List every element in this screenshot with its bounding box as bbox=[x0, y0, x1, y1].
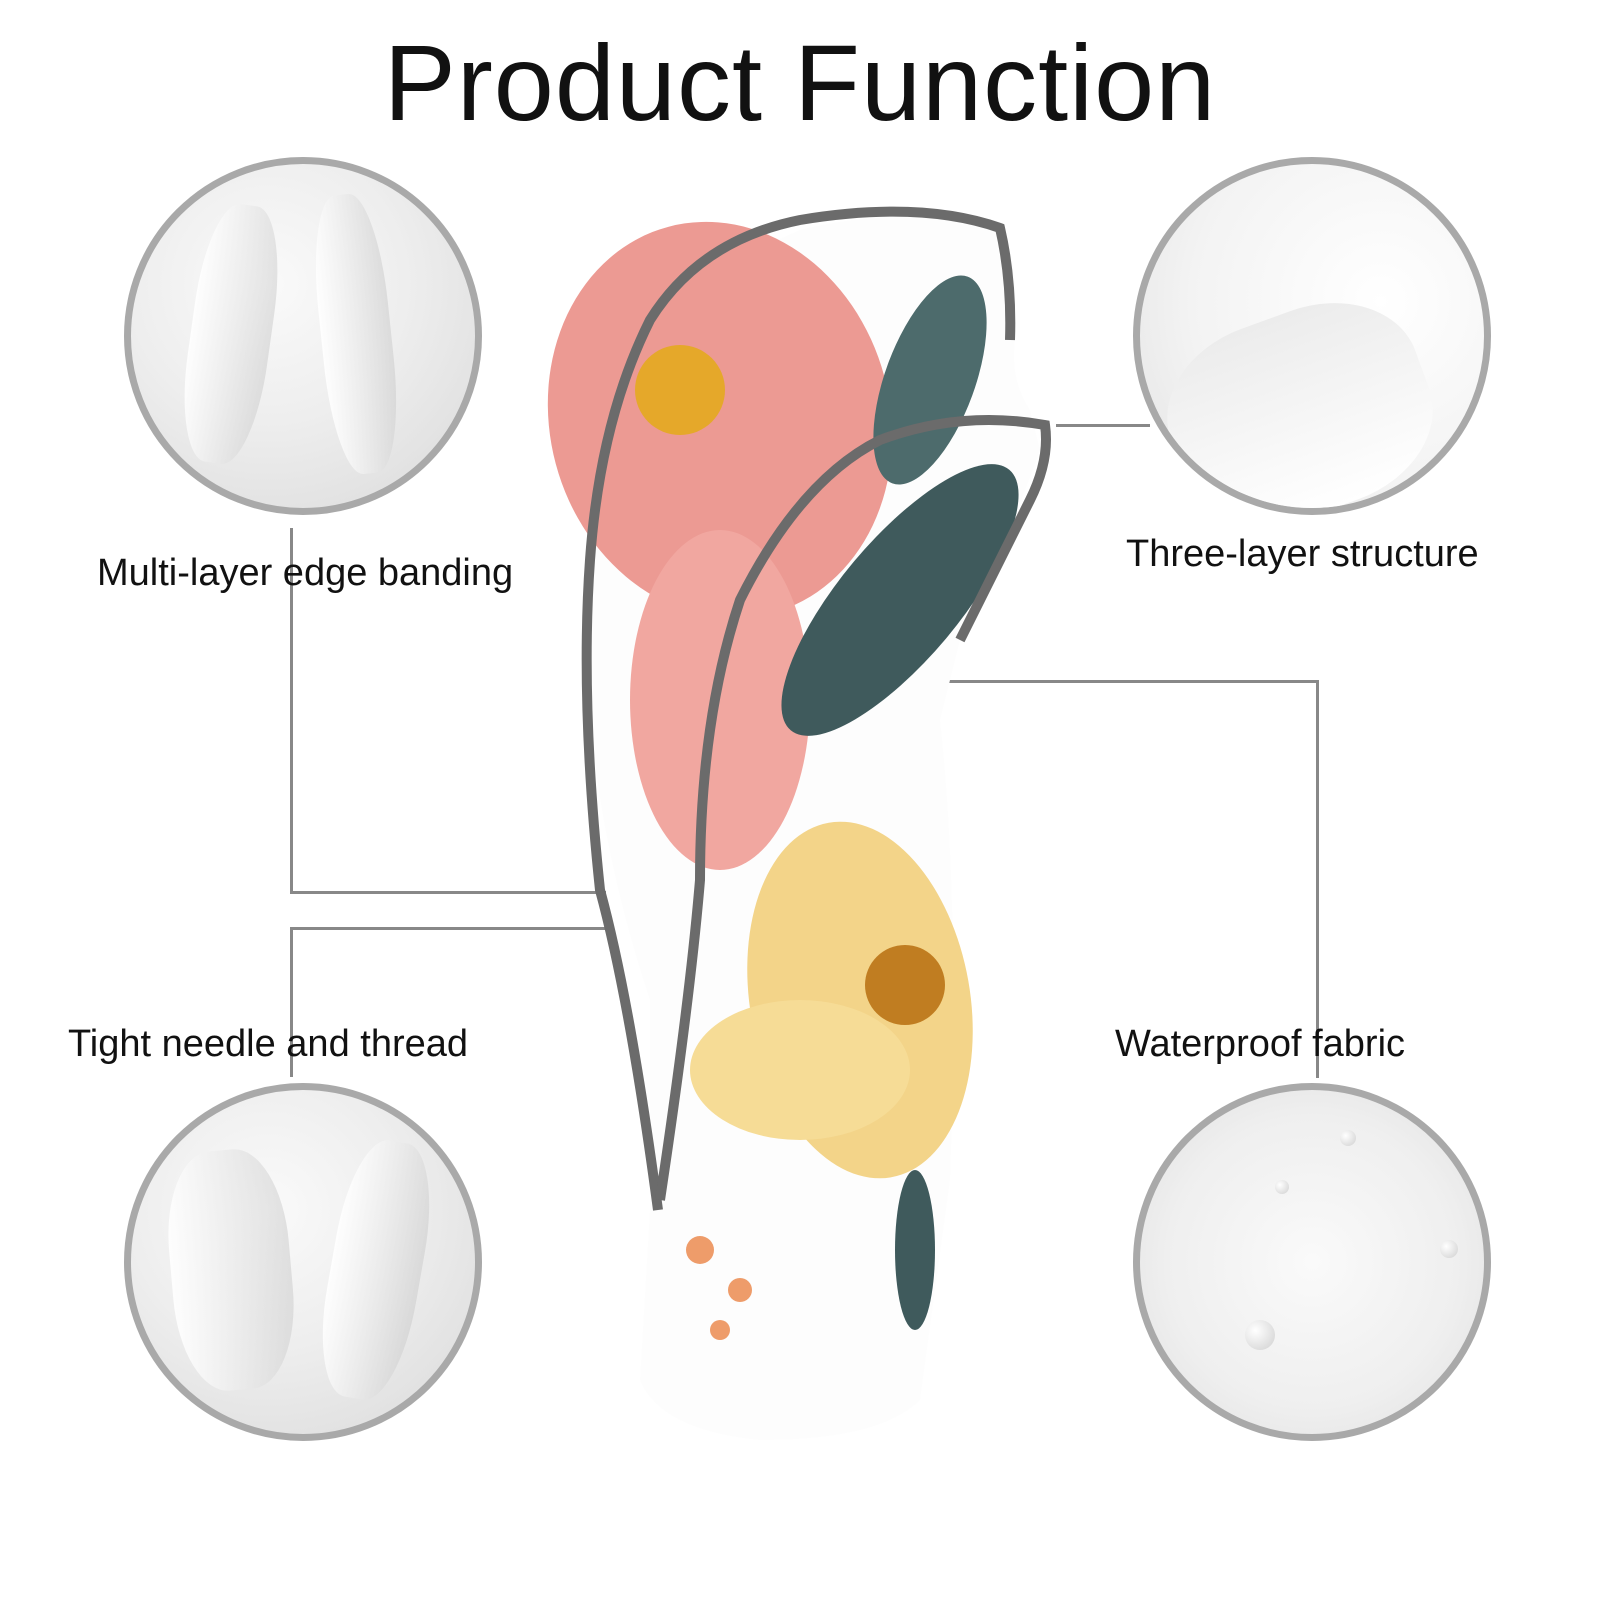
connector-line bbox=[923, 680, 1319, 683]
feature-label-three-layer: Three-layer structure bbox=[1126, 533, 1479, 575]
water-droplet-icon bbox=[1245, 1320, 1275, 1350]
connector-line bbox=[1316, 680, 1319, 1078]
needle-thread-detail-image bbox=[124, 1083, 482, 1441]
water-droplet-icon bbox=[1340, 1130, 1356, 1146]
feature-label-needle-thread: Tight needle and thread bbox=[68, 1023, 469, 1065]
feature-label-waterproof: Waterproof fabric bbox=[1115, 1023, 1406, 1065]
connector-line bbox=[290, 891, 606, 894]
water-droplet-icon bbox=[1440, 1240, 1458, 1258]
connector-line bbox=[1056, 424, 1150, 427]
waterproof-detail-image bbox=[1133, 1083, 1491, 1441]
water-droplet-icon bbox=[1275, 1180, 1289, 1194]
connector-line bbox=[290, 927, 606, 930]
connector-line bbox=[290, 528, 293, 894]
page-title: Product Function bbox=[383, 22, 1217, 143]
connector-line bbox=[290, 927, 293, 1077]
feature-label-edge-banding: Multi-layer edge banding bbox=[97, 552, 514, 594]
edge-banding-detail-image bbox=[124, 157, 482, 515]
three-layer-detail-image bbox=[1133, 157, 1491, 515]
